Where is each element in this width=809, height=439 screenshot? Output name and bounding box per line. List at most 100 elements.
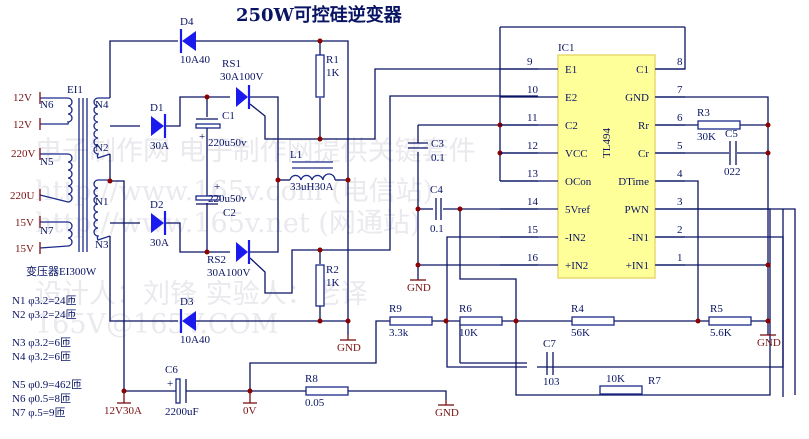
gnd-label: GND (435, 407, 459, 419)
l1-value: 33uH30A (290, 181, 333, 193)
watermark-line2: http://www.165v.com (电信站) (35, 176, 433, 207)
capacitor-c6: + C6 2200uF (165, 364, 199, 418)
winding-label-n7: N7 (40, 225, 54, 237)
diode-symbol (182, 311, 196, 331)
rs2-ref: RS2 (207, 254, 226, 266)
d2-value: 30A (150, 237, 169, 249)
cap-plate (195, 195, 221, 201)
ic-pin-number: 1 (677, 252, 683, 264)
scr-symbol (236, 87, 248, 107)
wire (655, 96, 769, 335)
diagram-title: 250W可控硅逆变器 (236, 4, 403, 26)
capacitor-c5: C5 022 (724, 128, 741, 178)
resistor-r2: R2 1K (315, 264, 340, 307)
resistor-body (315, 264, 325, 307)
wire (249, 95, 538, 294)
ic-pin-number: 14 (527, 196, 539, 208)
c2-ref: C2 (223, 207, 236, 219)
junction-dot (415, 262, 421, 268)
gnd-symbol-r8: GND (435, 400, 459, 419)
wire (166, 96, 230, 127)
diode-symbol (182, 31, 196, 51)
junction-dot (345, 318, 351, 324)
wire (196, 40, 349, 335)
spec-n1: N1 φ3.2=24匝 (12, 295, 77, 307)
junction-dot (513, 318, 519, 324)
r3-ref: R3 (697, 107, 710, 119)
junction-dot (275, 177, 281, 183)
r2-value: 1K (326, 277, 340, 289)
resistor-r4: R4 56K (571, 303, 615, 339)
junction-dot (695, 318, 701, 324)
ic-pin-number: 9 (527, 56, 533, 68)
c6-value: 2200uF (165, 406, 199, 418)
junction-dot (457, 206, 463, 212)
junction-dot (317, 38, 323, 44)
winding-n1-n3 (93, 179, 111, 241)
diode-symbol (151, 213, 164, 233)
resistor-body (315, 54, 325, 98)
ic-pin-name: C1 (636, 64, 649, 76)
scr-rs1: RS1 30A100V (220, 58, 263, 109)
junction-dot (443, 318, 449, 324)
c6-ref: C6 (165, 364, 178, 376)
capacitor-c2: + C2 220u50v (195, 181, 247, 219)
junctions (107, 38, 771, 394)
ic-pin-name: +IN2 (565, 260, 588, 272)
ic-pin-name: E2 (565, 92, 577, 104)
junction-dot (204, 249, 210, 255)
c3-value: 0.1 (431, 152, 445, 164)
resistor-body (389, 316, 433, 326)
primary-label-220u: 220U (10, 190, 35, 202)
diode-symbol (151, 116, 164, 136)
capacitor-c1: + C1 220u50v (195, 110, 247, 149)
ic-pin-number: 13 (527, 168, 539, 180)
c1-value: 220u50v (208, 137, 247, 149)
d2-ref: D2 (150, 199, 163, 211)
resistor-body (697, 120, 741, 130)
resistor-body (599, 385, 643, 395)
r2-ref: R2 (326, 264, 339, 276)
r5-value: 5.6K (710, 327, 732, 339)
r6-value: 10K (459, 327, 478, 339)
ic-part: TL494 (601, 128, 613, 158)
capacitor-c7: C7 103 (543, 338, 560, 388)
resistor-body (708, 316, 752, 326)
d1-value: 30A (150, 140, 169, 152)
c6-plus: + (167, 378, 173, 390)
winding-n6 (40, 97, 73, 125)
ic-ref: IC1 (558, 42, 575, 54)
ic-pin-number: 6 (677, 112, 683, 124)
ic-pin-number: 3 (677, 196, 683, 208)
wire (446, 236, 538, 368)
primary-label-220v: 220V (11, 148, 36, 160)
resistor-r3: R3 30K (697, 107, 741, 143)
ic-pin-number: 5 (677, 140, 683, 152)
junction-dot (765, 122, 771, 128)
ic-pin-name: OCon (565, 176, 592, 188)
ic-left-pins: 9E110E211C212VCC13OCon145Vref15-IN216+IN… (500, 56, 592, 272)
ic-pin-number: 15 (527, 224, 539, 236)
wire (655, 236, 784, 397)
ic-pin-number: 10 (527, 84, 539, 96)
resistor-r1: R1 1K (315, 54, 340, 98)
ic-pin-number: 11 (527, 112, 538, 124)
winding-n7 (39, 221, 73, 249)
d3-ref: D3 (180, 296, 194, 308)
resistor-r9: R9 3.3k (389, 303, 433, 339)
resistor-body (305, 386, 349, 396)
diode-d2: D2 30A (150, 199, 169, 249)
gnd-symbol-c4: GND (407, 279, 431, 294)
ic-pin-number: 7 (677, 84, 683, 96)
cap-plate (175, 378, 181, 404)
scr-symbol (236, 242, 248, 262)
junction-dot (765, 262, 771, 268)
ic-body (557, 54, 656, 279)
junction-dot (107, 178, 113, 184)
c1-plus: + (199, 131, 205, 143)
diode-d4: D4 10A40 (179, 16, 210, 66)
net-0v-label: 0V (243, 405, 257, 417)
gnd-label: GND (757, 337, 781, 349)
r5-ref: R5 (710, 303, 723, 315)
